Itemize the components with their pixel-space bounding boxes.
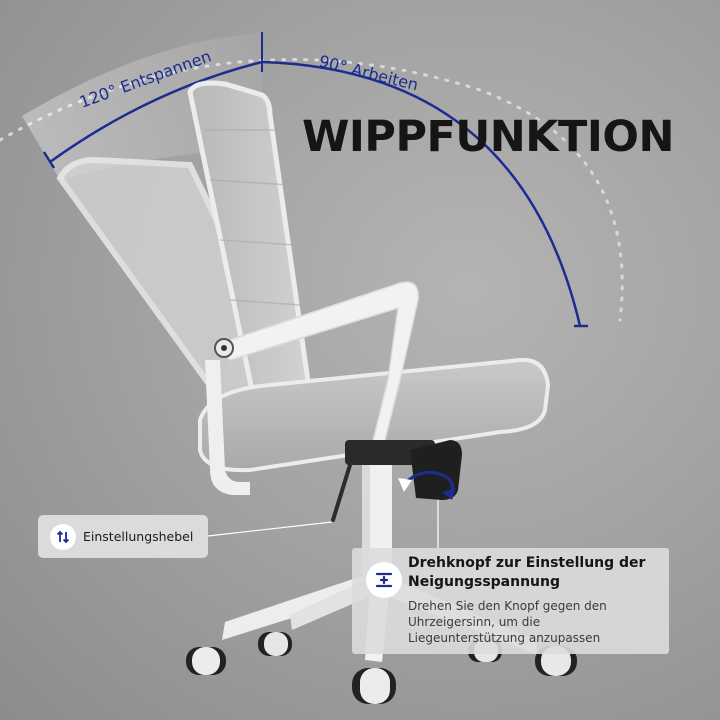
gas-cylinder-shade [362, 465, 370, 575]
tension-title-line1: Drehknopf zur Einstellung der [408, 555, 646, 571]
tension-body-line2: Uhrzeigersinn, um die [408, 615, 541, 629]
height-lever [331, 463, 352, 522]
backrest-mesh-lines [205, 129, 301, 306]
tension-body-line1: Drehen Sie den Knopf gegen den [408, 599, 607, 613]
rotation-arrowhead-icon [442, 488, 456, 500]
seat-cushion [198, 357, 551, 473]
base-leg-left [222, 575, 365, 640]
up-down-arrows-icon [50, 523, 76, 550]
tension-knob-description: Drehen Sie den Knopf gegen den Uhrzeiger… [408, 598, 663, 646]
recline-angle-arc [49, 60, 263, 164]
work-angle-label: 90° Arbeiten [317, 51, 420, 94]
side-frame [205, 360, 250, 495]
rotation-arrowtail-icon [398, 478, 412, 492]
tension-knob-title: Drehknopf zur Einstellung der Neigungssp… [408, 554, 663, 592]
armrest-pivot-bolt [221, 345, 227, 351]
adjust-lever-callout: Einstellungshebel [38, 515, 208, 558]
tension-knob-callout: Drehknopf zur Einstellung der Neigungssp… [352, 548, 669, 654]
headline: WIPPFUNKTION [302, 112, 674, 162]
work-angle-arc [261, 60, 582, 327]
caster-front [352, 668, 396, 704]
tension-knob [410, 440, 462, 500]
recline-arc-tick [42, 151, 56, 169]
caster-back [258, 632, 292, 656]
lever-guide-line [207, 521, 333, 537]
caster-left [186, 647, 226, 675]
tension-adjust-icon [366, 562, 402, 598]
tension-body-line3: Liegeunterstützung anzupassen [408, 631, 601, 645]
tension-title-line2: Neigungsspannung [408, 574, 561, 590]
rotation-arrow-icon [402, 470, 454, 497]
adjust-lever-label: Einstellungshebel [83, 529, 194, 544]
